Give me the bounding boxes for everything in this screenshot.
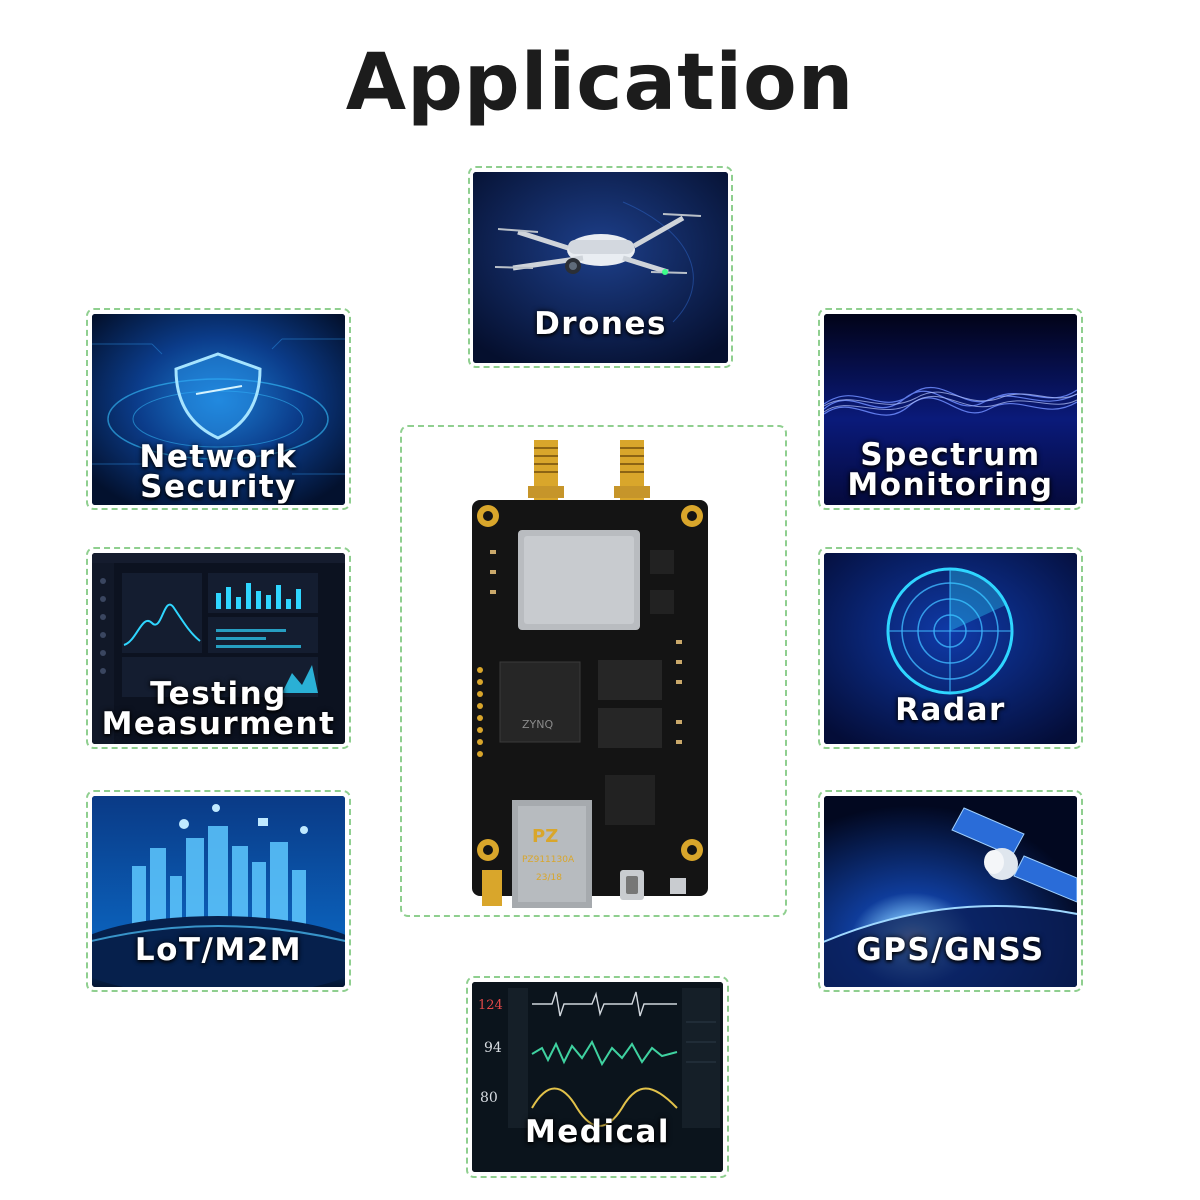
- medical-label-line1: Medical: [524, 1114, 671, 1150]
- medical-card[interactable]: 124 94 80 Medical: [472, 982, 723, 1172]
- gps-gnss-label-line1: GPS/GNSS: [856, 932, 1045, 968]
- jack-code: 23/18: [536, 873, 562, 883]
- testing-measurement-frame: [86, 547, 351, 749]
- fpga-brand: ZYNQ: [522, 718, 553, 731]
- iot-m2m-card[interactable]: LoT/M2M: [92, 796, 345, 987]
- network-security-label-line1: Network: [139, 439, 298, 475]
- radar-icon: [886, 567, 1014, 695]
- spectrum-monitoring-label: Spectrum Monitoring: [824, 437, 1077, 503]
- spectrum-monitoring-frame: [818, 308, 1083, 510]
- medical-frame: [466, 976, 729, 1178]
- city-buildings: [132, 826, 306, 926]
- page-title: Application: [345, 38, 855, 128]
- testing-measurement-label-line2: Measurment: [101, 706, 336, 742]
- sdr-board-image: ZYNQ PZ PZ911130A 23/18: [472, 440, 708, 908]
- spectrum-monitoring-card[interactable]: Spectrum Monitoring: [824, 314, 1077, 505]
- jack-logo: PZ: [532, 826, 558, 847]
- medical-reading-2: 94: [484, 1040, 502, 1056]
- testing-measurement-card[interactable]: Testing Measurment: [92, 553, 345, 744]
- sma-connector-left: [528, 440, 564, 510]
- board-frame: [400, 425, 787, 917]
- radar-card[interactable]: Radar: [824, 553, 1077, 744]
- gps-gnss-frame: [818, 790, 1083, 992]
- medical-label: Medical: [472, 1114, 723, 1150]
- drones-frame: [468, 166, 733, 368]
- spectrum-monitoring-label-line1: Spectrum: [860, 437, 1041, 473]
- spectrum-waves-image: [824, 314, 1077, 505]
- patient-monitor-image: [472, 982, 723, 1172]
- satellite-icon: [951, 807, 1077, 903]
- jack-model: PZ911130A: [522, 855, 575, 865]
- network-security-frame: [86, 308, 351, 510]
- iot-m2m-label: LoT/M2M: [92, 932, 345, 968]
- spectrum-monitoring-label-line2: Monitoring: [847, 467, 1054, 503]
- radar-label-line1: Radar: [895, 692, 1006, 728]
- radar-frame: [818, 547, 1083, 749]
- iot-m2m-frame: [86, 790, 351, 992]
- radar-image: [824, 553, 1077, 744]
- drones-label: Drones: [473, 306, 728, 342]
- drone-icon: [494, 213, 702, 275]
- drones-label-line1: Drones: [534, 306, 667, 342]
- drone-image: [473, 172, 728, 363]
- satellite-image: [824, 796, 1077, 987]
- network-security-card[interactable]: Network Security: [92, 314, 345, 505]
- medical-reading-1: 124: [478, 998, 503, 1013]
- gps-gnss-card[interactable]: GPS/GNSS: [824, 796, 1077, 987]
- sma-connector-right: [614, 440, 650, 510]
- sdr-board: ZYNQ PZ PZ911130A 23/18: [460, 430, 720, 910]
- medical-reading-3: 80: [480, 1090, 498, 1106]
- radar-label: Radar: [824, 692, 1077, 728]
- dashboard-image: [92, 553, 345, 744]
- iot-m2m-label-line1: LoT/M2M: [134, 932, 303, 968]
- testing-measurement-label-line1: Testing: [150, 676, 287, 712]
- testing-measurement-label: Testing Measurment: [92, 676, 345, 742]
- gps-gnss-label: GPS/GNSS: [824, 932, 1077, 968]
- drones-card[interactable]: Drones: [473, 172, 728, 363]
- network-security-image: [92, 314, 345, 505]
- iot-icons: [179, 804, 308, 834]
- shield-icon: [174, 352, 262, 440]
- network-security-label-line2: Security: [140, 469, 297, 505]
- network-security-label: Network Security: [92, 439, 345, 505]
- smart-city-image: [92, 796, 345, 987]
